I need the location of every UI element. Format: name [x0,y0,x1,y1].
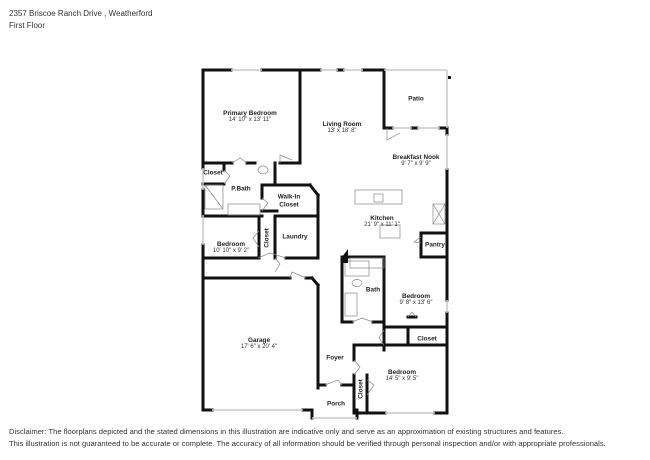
room-name: P.Bath [231,185,251,193]
room-walk-in-closet: Walk-In Closet [278,175,301,227]
room-name: Bedroom [401,292,431,300]
room-name: Bedroom [216,240,246,248]
room-pantry: Pantry [425,241,445,248]
room-name: Foyer [326,354,344,362]
room-dims: 13' x 18' 8" [327,128,357,135]
room-garage: Garage 17' 6" x 20' 4" [241,337,277,351]
room-name: Pantry [425,241,445,249]
room-name: Laundry [282,233,308,241]
room-bath: Bath [366,286,380,293]
room-patio: Patio [408,95,424,102]
room-kitchen: Kitchen 21' 9" x 11' 1" [364,215,400,229]
disclaimer-line-1: Disclaimer: The floorplans depicted and … [9,427,564,436]
room-name: Walk-In Closet [277,193,301,208]
room-name: Primary Bedroom [223,109,277,117]
room-dims: 9' 8" x 13' 6" [399,300,433,307]
room-closet-primary: Closet [203,169,223,176]
room-closet-bed3: Closet [417,335,437,342]
room-name: Patio [408,95,424,103]
floor-label: First Floor [9,21,45,30]
room-name: Bath [365,286,381,294]
room-closet-bed4: Closet [357,379,364,399]
room-name: Kitchen [370,214,394,222]
disclaimer-line-2: This illustration is not guaranteed to b… [9,439,606,448]
room-name: Closet [357,379,365,399]
room-name: Living Room [322,120,362,128]
room-name: Closet [203,169,223,177]
room-name: Closet [417,335,437,343]
room-bedroom-2: Bedroom 10' 10" x 9' 2" [213,241,249,255]
room-dims: 9' 7" x 9' 9" [401,161,431,168]
room-name: Breakfast Nook [392,153,440,161]
room-foyer: Foyer [326,354,343,361]
room-breakfast-nook: Breakfast Nook 9' 7" x 9' 9" [393,154,440,168]
room-porch: Porch [327,400,345,407]
room-dims: 21' 9" x 11' 1" [364,222,400,229]
room-p-bath: P.Bath [231,185,250,192]
room-name: Closet [263,228,271,248]
room-name: Garage [247,336,271,344]
room-dims: 14' 10" x 13' 11" [228,117,272,124]
room-closet-bed2: Closet [263,228,270,248]
property-address: 2357 Briscoe Ranch Drive , Weatherford [9,9,153,18]
room-bedroom-4: Bedroom 14' 5" x 9' 5" [386,369,419,383]
room-bedroom-3: Bedroom 9' 8" x 13' 6" [400,293,433,307]
room-name: Porch [326,400,346,408]
room-dims: 14' 5" x 9' 5" [385,376,419,383]
room-dims: 10' 10" x 9' 2" [212,248,250,255]
room-living-room: Living Room 13' x 18' 8" [323,121,362,135]
room-name: Bedroom [387,368,417,376]
room-dims: 17' 6" x 20' 4" [240,344,278,351]
room-primary-bedroom: Primary Bedroom 14' 10" x 13' 11" [223,110,277,124]
room-laundry: Laundry [282,233,307,240]
